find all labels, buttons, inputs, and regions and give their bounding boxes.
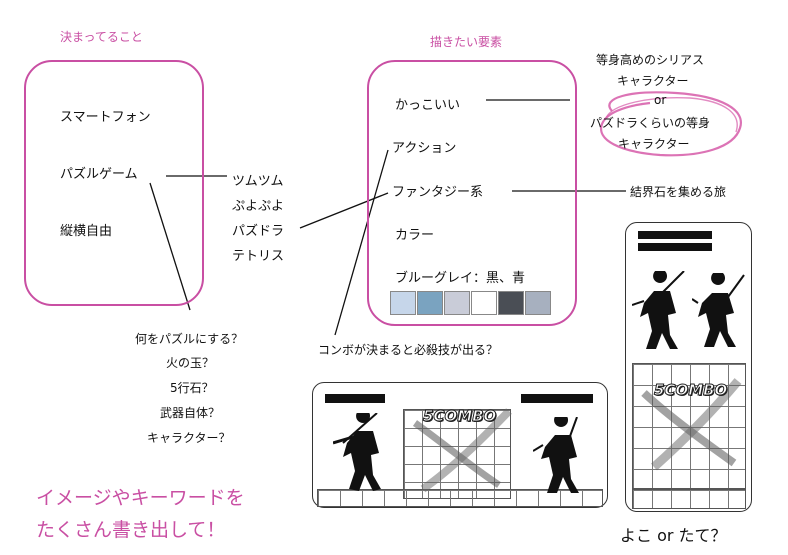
portrait-mockup: 5COMBO — [625, 222, 752, 512]
element-color: カラー — [395, 228, 435, 243]
footer-line-2: たくさん書き出して！ — [36, 519, 226, 541]
question-fireball: 火の玉？ — [166, 356, 215, 370]
combo-label: 5COMBO — [422, 407, 497, 426]
bottom-grid — [317, 489, 603, 507]
puzzle-grid-portrait — [632, 363, 746, 489]
color-swatch — [525, 291, 551, 315]
color-swatch — [390, 291, 416, 315]
color-swatch — [471, 291, 497, 315]
health-bar-top-1 — [638, 231, 712, 239]
ninja-silhouette-right — [533, 417, 579, 493]
decided-item-smartphone: スマートフォン — [60, 110, 151, 125]
health-bar-right — [521, 394, 593, 403]
question-character: キャラクター？ — [147, 431, 231, 445]
color-swatch — [417, 291, 443, 315]
note-or: or — [654, 93, 667, 107]
health-bar-left — [325, 394, 385, 403]
decided-item-puzzle: パズルゲーム — [60, 167, 138, 182]
color-swatch — [498, 291, 524, 315]
element-fantasy: ファンタジー系 — [392, 185, 484, 200]
element-blue-gray: ブルーグレイ：黒、青 — [395, 271, 526, 286]
orientation-question: よこ or たて？ — [620, 526, 727, 545]
question-five-stones: 5行石？ — [170, 381, 214, 395]
question-weapon: 武器自体？ — [160, 406, 221, 420]
question-what-puzzle: 何をパズルにする？ — [135, 332, 244, 346]
landscape-mockup: 5COMBO — [312, 382, 608, 508]
bottom-grid-portrait — [632, 489, 746, 509]
note-character-2: キャラクター — [618, 137, 690, 151]
footer-line-1: イメージやキーワードを — [36, 487, 245, 509]
element-action: アクション — [392, 141, 457, 156]
slash-effect — [412, 408, 512, 493]
ninja-silhouette-portrait-left — [632, 271, 685, 349]
elements-box — [367, 60, 577, 326]
note-serious-character: 等身高めのシリアス — [596, 53, 705, 67]
decided-box — [24, 60, 204, 306]
example-pazudora: パズドラ — [232, 224, 285, 239]
ninja-silhouette-left — [333, 413, 381, 491]
note-combo-special: コンボが決まると必殺技が出る？ — [318, 343, 499, 357]
ninja-silhouette-portrait-right — [692, 273, 745, 347]
line-action-combo — [334, 149, 389, 336]
slash-effect-portrait — [641, 378, 742, 471]
example-puyopuyo: ぷよぷよ — [232, 199, 285, 214]
element-cool: かっこいい — [395, 98, 461, 113]
line-pazudora-fantasy — [299, 192, 389, 229]
elements-title: 描きたい要素 — [430, 35, 503, 49]
health-bar-top-2 — [638, 243, 712, 251]
combo-label-portrait: 5COMBO — [653, 381, 728, 400]
note-pazudora-character: パズドラくらいの等身 — [590, 116, 711, 130]
note-travel: 結界石を集める旅 — [630, 185, 727, 199]
example-tetris: テトリス — [232, 249, 285, 264]
example-tsumtsum: ツムツム — [232, 174, 284, 189]
highlight-circle — [600, 91, 742, 157]
decided-title: 決まってること — [60, 30, 143, 44]
decided-item-orientation: 縦横自由 — [60, 224, 113, 239]
note-character-1: キャラクター — [617, 74, 689, 88]
color-swatch — [444, 291, 470, 315]
